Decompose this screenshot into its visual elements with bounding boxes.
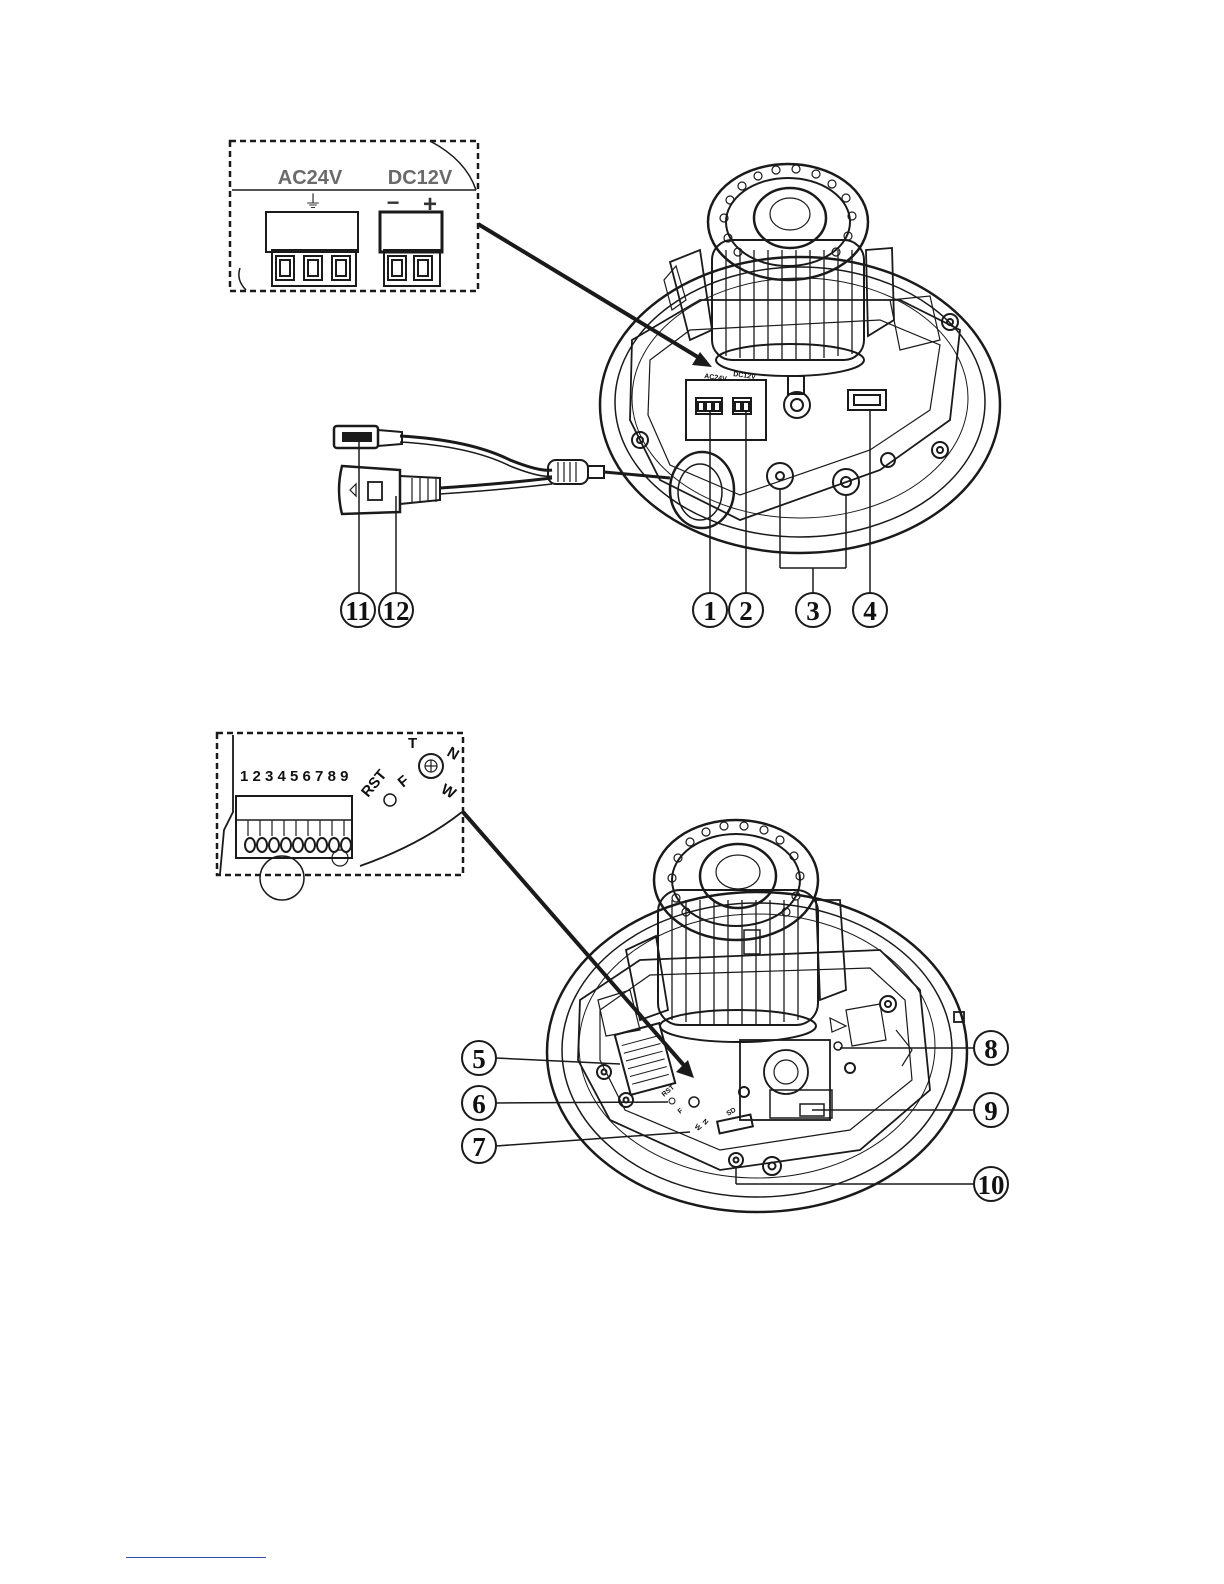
callout-12: 12 bbox=[379, 593, 413, 627]
callout-6: 6 bbox=[462, 1086, 496, 1120]
diagram2-leader-lines bbox=[496, 1048, 974, 1184]
svg-text:9: 9 bbox=[984, 1096, 998, 1126]
svg-text:6: 6 bbox=[472, 1089, 486, 1119]
callout-2: 2 bbox=[729, 593, 763, 627]
dc-plus-symbol: + bbox=[423, 191, 437, 218]
callout-5: 5 bbox=[462, 1041, 496, 1075]
diagram-2: 1 2 3 4 5 6 7 8 9 RST bbox=[217, 733, 1008, 1212]
lens-ir-ring-2 bbox=[654, 820, 818, 940]
diagram1-callouts: 11 12 1 2 3 4 bbox=[341, 593, 887, 627]
svg-text:4: 4 bbox=[863, 596, 877, 626]
dome-camera-illustration: AC24V DC12V bbox=[600, 164, 1000, 553]
inset-pointer-arrow bbox=[478, 224, 712, 367]
board-sd-label: SD bbox=[726, 1107, 738, 1118]
footnote-separator-line bbox=[126, 1557, 266, 1558]
inset-pin-numbers: 1 2 3 4 5 6 7 8 9 bbox=[240, 768, 348, 785]
svg-text:7: 7 bbox=[472, 1132, 486, 1162]
svg-text:10: 10 bbox=[978, 1170, 1005, 1200]
dome-camera-illustration-2: RST F N W SD bbox=[547, 820, 967, 1212]
zoom-focus-dial-icon bbox=[419, 754, 443, 778]
board-w-label: W bbox=[693, 1123, 703, 1133]
inset-dc12v-label: DC12V bbox=[388, 167, 453, 189]
lens-glass-2 bbox=[700, 844, 776, 908]
callout-4: 4 bbox=[853, 593, 887, 627]
callout-9: 9 bbox=[974, 1093, 1008, 1127]
dc-power-jack bbox=[334, 426, 402, 448]
io-terminal-block bbox=[236, 796, 352, 858]
board-ac24v-label: AC24V bbox=[704, 373, 728, 383]
svg-text:2: 2 bbox=[739, 596, 753, 626]
power-terminal-inset: AC24V DC12V ⏚ − + bbox=[230, 141, 478, 291]
io-terminal-inset: 1 2 3 4 5 6 7 8 9 RST bbox=[217, 733, 463, 900]
svg-text:1: 1 bbox=[703, 596, 717, 626]
svg-text:5: 5 bbox=[472, 1044, 486, 1074]
svg-text:12: 12 bbox=[383, 596, 410, 626]
lens-ir-ring bbox=[708, 164, 868, 280]
callout-8: 8 bbox=[974, 1031, 1008, 1065]
mounting-hole-1 bbox=[767, 463, 793, 489]
svg-text:11: 11 bbox=[345, 596, 371, 626]
dc12v-terminal-block bbox=[380, 212, 442, 286]
callout-3: 3 bbox=[796, 593, 830, 627]
svg-text:8: 8 bbox=[984, 1034, 998, 1064]
ground-symbol: ⏚ bbox=[304, 192, 322, 212]
callout-10: 10 bbox=[974, 1167, 1008, 1201]
callout-11: 11 bbox=[341, 593, 375, 627]
reset-button-icon bbox=[384, 794, 396, 806]
dome-outer-base bbox=[600, 257, 1000, 553]
board-f-label: F bbox=[677, 1107, 685, 1116]
svg-text:3: 3 bbox=[806, 596, 820, 626]
inset-t-label: T bbox=[408, 735, 417, 752]
rj45-connector bbox=[339, 466, 440, 514]
inset-w-label: W bbox=[438, 781, 459, 803]
inset-ac24v-label: AC24V bbox=[278, 167, 343, 189]
callout-7: 7 bbox=[462, 1129, 496, 1163]
sd-card-slot bbox=[717, 1115, 753, 1134]
inset-n-label: N bbox=[444, 744, 462, 764]
diagram-1: AC24V DC12V ⏚ − + bbox=[230, 141, 1000, 627]
inset-f-label: F bbox=[395, 772, 413, 791]
board-n-label: N bbox=[701, 1118, 709, 1127]
ac24v-terminal-block bbox=[266, 212, 358, 286]
callout-1: 1 bbox=[693, 593, 727, 627]
